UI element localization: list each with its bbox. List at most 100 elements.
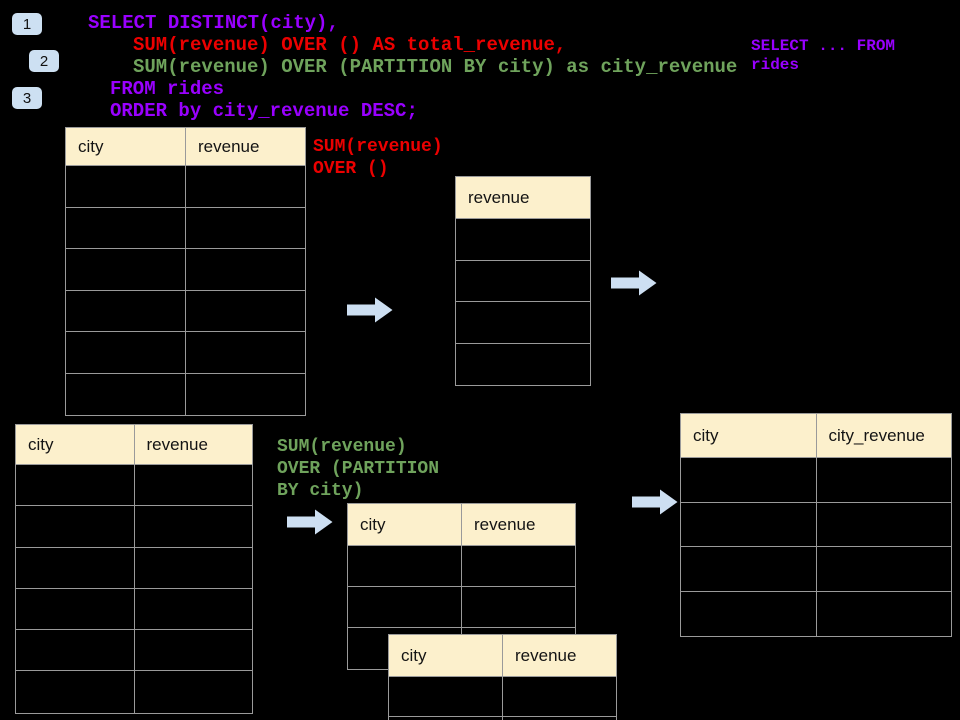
table-total-revenue-result: revenue	[455, 176, 591, 386]
table-cell	[16, 506, 135, 547]
column-header: city_revenue	[828, 425, 925, 445]
table-cell	[186, 208, 305, 249]
table-row	[16, 588, 253, 631]
table-cell	[16, 547, 135, 588]
sql-line-order-by: ORDER by city_revenue DESC;	[110, 100, 418, 122]
table-row	[456, 344, 590, 386]
table-cell	[389, 677, 503, 716]
table-row	[348, 587, 575, 628]
table-row	[681, 591, 952, 637]
table-cell	[681, 547, 817, 591]
table-header-row: revenue	[456, 177, 590, 219]
table-cell	[186, 291, 305, 332]
table-row	[66, 166, 305, 208]
table-row	[16, 465, 253, 507]
table-cell	[462, 587, 575, 627]
sql-line-total-revenue: SUM(revenue) OVER () AS total_revenue,	[133, 34, 567, 56]
table-cell	[135, 589, 253, 629]
table-row	[66, 290, 305, 332]
table-row	[389, 717, 616, 720]
table-row	[681, 547, 951, 592]
table-row	[389, 677, 616, 717]
column-header: revenue	[474, 514, 536, 534]
table-row	[16, 630, 252, 672]
table-row	[66, 207, 305, 249]
table-header-row: city revenue	[348, 504, 575, 546]
table-cell	[681, 502, 817, 546]
step-badge-2: 2	[29, 50, 59, 72]
step-badge-3: 3	[12, 87, 42, 109]
table-cell	[186, 332, 305, 373]
column-header: revenue	[515, 645, 577, 665]
table-cell	[16, 630, 135, 671]
table-city-revenue-result: city city_revenue	[680, 413, 952, 637]
arrow-right-icon	[347, 297, 393, 323]
table-row	[66, 249, 305, 291]
table-cell	[135, 506, 253, 546]
table-row	[16, 506, 253, 548]
table-cell	[186, 166, 305, 207]
table-row	[16, 547, 253, 589]
table-header-row: city revenue	[16, 425, 252, 465]
column-header: revenue	[146, 434, 208, 454]
column-header: city	[681, 414, 817, 457]
table-cell	[348, 587, 462, 627]
table-cell	[456, 344, 590, 386]
table-header-row: city revenue	[389, 635, 616, 677]
table-cell	[817, 592, 952, 637]
arrow-right-icon	[287, 509, 333, 535]
table-cell	[16, 465, 135, 506]
table-row	[456, 261, 590, 302]
column-header: city	[389, 635, 503, 676]
table-cell	[681, 591, 817, 636]
column-header: city	[16, 425, 135, 464]
table-cell	[503, 677, 616, 716]
arrow-right-icon	[611, 270, 657, 296]
table-row	[66, 373, 305, 415]
table-row	[16, 671, 253, 713]
table-cell	[681, 458, 817, 502]
table-cell	[186, 249, 305, 290]
table-cell	[135, 671, 253, 712]
table-cell	[817, 547, 952, 591]
sql-line-from: FROM rides	[110, 78, 225, 100]
table-cell	[817, 503, 952, 547]
table-row	[681, 502, 952, 547]
column-header: city	[66, 128, 186, 165]
table-rides-source-top: city revenue	[65, 127, 306, 416]
annotation-sum-over-partition: SUM(revenue) OVER (PARTITION BY city)	[277, 437, 440, 501]
table-cell	[135, 465, 253, 505]
table-cell	[462, 546, 575, 586]
sql-line-city-revenue: SUM(revenue) OVER (PARTITION BY city) as…	[133, 56, 738, 78]
table-cell	[817, 458, 952, 502]
table-cell	[348, 546, 462, 586]
table-cell	[456, 302, 590, 343]
table-row	[456, 219, 590, 261]
sql-line-select: SELECT DISTINCT(city),	[88, 12, 339, 34]
table-cell	[389, 717, 503, 720]
side-note-select-from-rides: SELECT ... FROM rides	[751, 37, 896, 74]
column-header: city	[348, 504, 462, 545]
table-partition-intermediate: city revenue	[347, 503, 576, 670]
table-row	[348, 546, 575, 587]
table-row	[681, 458, 951, 503]
table-cell	[66, 373, 186, 415]
table-cell	[66, 207, 186, 248]
column-header: revenue	[468, 187, 530, 207]
table-header-row: city city_revenue	[681, 414, 951, 458]
table-cell	[456, 219, 590, 260]
table-cell	[456, 261, 590, 302]
table-cell	[135, 548, 253, 588]
arrow-right-icon	[632, 489, 678, 515]
table-cell	[66, 290, 186, 331]
table-cell	[16, 671, 135, 713]
table-cell	[66, 249, 186, 290]
annotation-sum-over-empty: SUM(revenue) OVER ()	[313, 137, 443, 179]
table-row	[456, 302, 590, 344]
step-badge-1: 1	[12, 13, 42, 35]
column-header: revenue	[198, 136, 260, 156]
table-partition-overlay: city revenue	[388, 634, 617, 720]
table-cell	[66, 332, 186, 373]
table-row	[66, 332, 305, 374]
